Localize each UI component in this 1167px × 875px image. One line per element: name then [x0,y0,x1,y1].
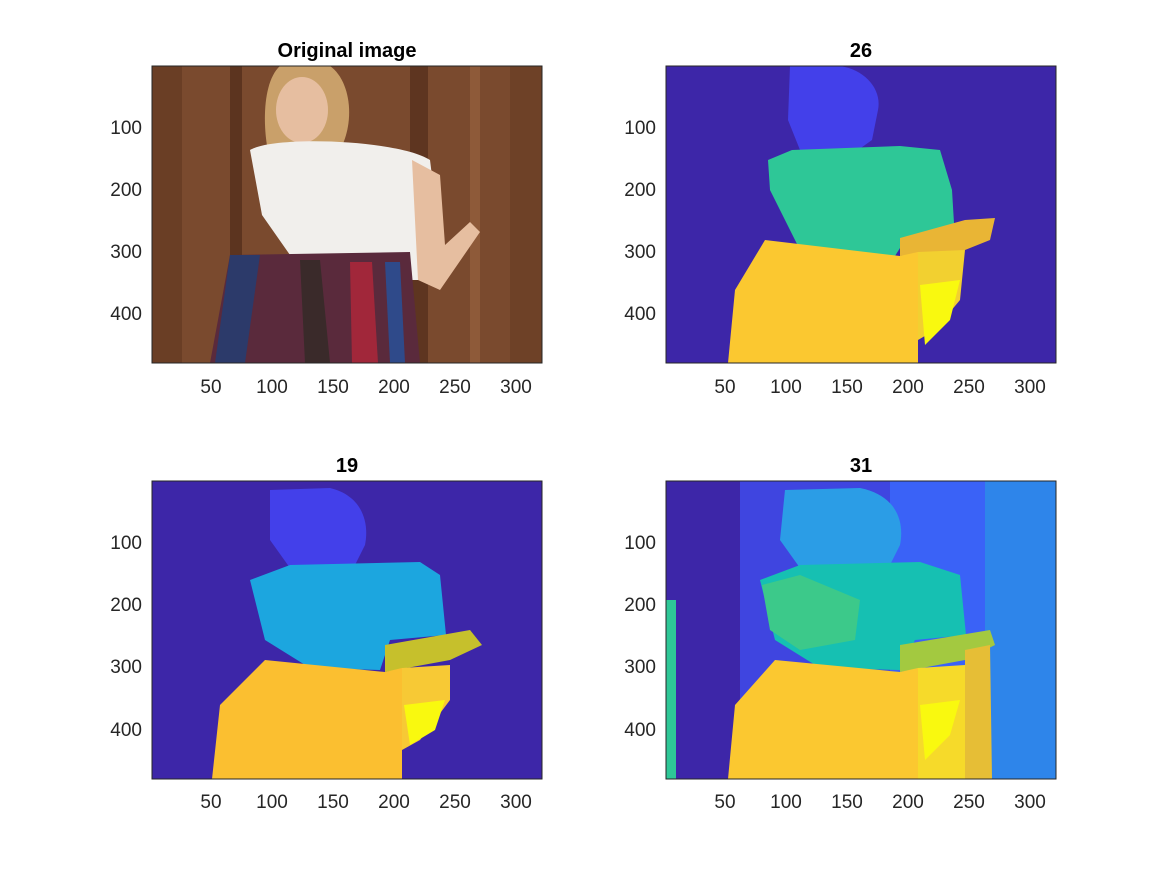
x-tick-label: 150 [831,792,863,813]
x-tick-label: 100 [770,792,802,813]
y-tick-label: 400 [110,720,142,741]
x-tick-label: 250 [439,792,471,813]
x-tick-label: 250 [439,377,471,398]
segmentation-image [152,481,542,779]
panel-title: 26 [850,40,872,62]
panel-segmentation-31: 31 50 100 150 200 250 300 100 200 300 40… [624,455,1057,813]
y-tick-label: 400 [624,304,656,325]
panel-title: 19 [336,455,358,477]
x-tick-label: 100 [770,377,802,398]
y-tick-label: 300 [624,242,656,263]
x-tick-label: 100 [256,377,288,398]
x-tick-label: 50 [200,792,221,813]
y-tick-label: 300 [110,242,142,263]
x-tick-label: 300 [1014,377,1046,398]
x-tick-label: 150 [317,792,349,813]
x-tick-label: 100 [256,792,288,813]
x-tick-label: 300 [1014,792,1046,813]
x-tick-label: 50 [200,377,221,398]
y-tick-label: 300 [110,657,142,678]
x-tick-label: 250 [953,792,985,813]
x-tick-label: 250 [953,377,985,398]
y-tick-label: 400 [624,720,656,741]
x-tick-label: 200 [378,377,410,398]
x-tick-label: 300 [500,792,532,813]
segmentation-image [666,481,1056,779]
segmentation-image [666,66,1056,363]
panel-original-image: Original image 50 100 150 200 250 300 10… [110,40,543,398]
panel-title: Original image [278,40,417,62]
x-tick-label: 200 [892,377,924,398]
panel-title: 31 [850,455,872,477]
x-tick-label: 150 [831,377,863,398]
y-tick-label: 100 [624,118,656,139]
y-tick-label: 200 [624,595,656,616]
x-tick-label: 200 [892,792,924,813]
x-tick-label: 50 [714,377,735,398]
x-tick-label: 150 [317,377,349,398]
y-tick-label: 200 [110,595,142,616]
y-tick-label: 100 [110,533,142,554]
y-tick-label: 100 [624,533,656,554]
panel-segmentation-19: 19 50 100 150 200 250 300 100 200 300 40… [110,455,543,813]
y-tick-label: 100 [110,118,142,139]
y-tick-label: 300 [624,657,656,678]
photo-image [152,66,542,363]
x-tick-label: 300 [500,377,532,398]
y-tick-label: 400 [110,304,142,325]
x-tick-label: 200 [378,792,410,813]
x-tick-label: 50 [714,792,735,813]
y-tick-label: 200 [624,180,656,201]
y-tick-label: 200 [110,180,142,201]
panel-segmentation-26: 26 50 100 150 200 250 300 100 200 300 40… [624,40,1057,398]
